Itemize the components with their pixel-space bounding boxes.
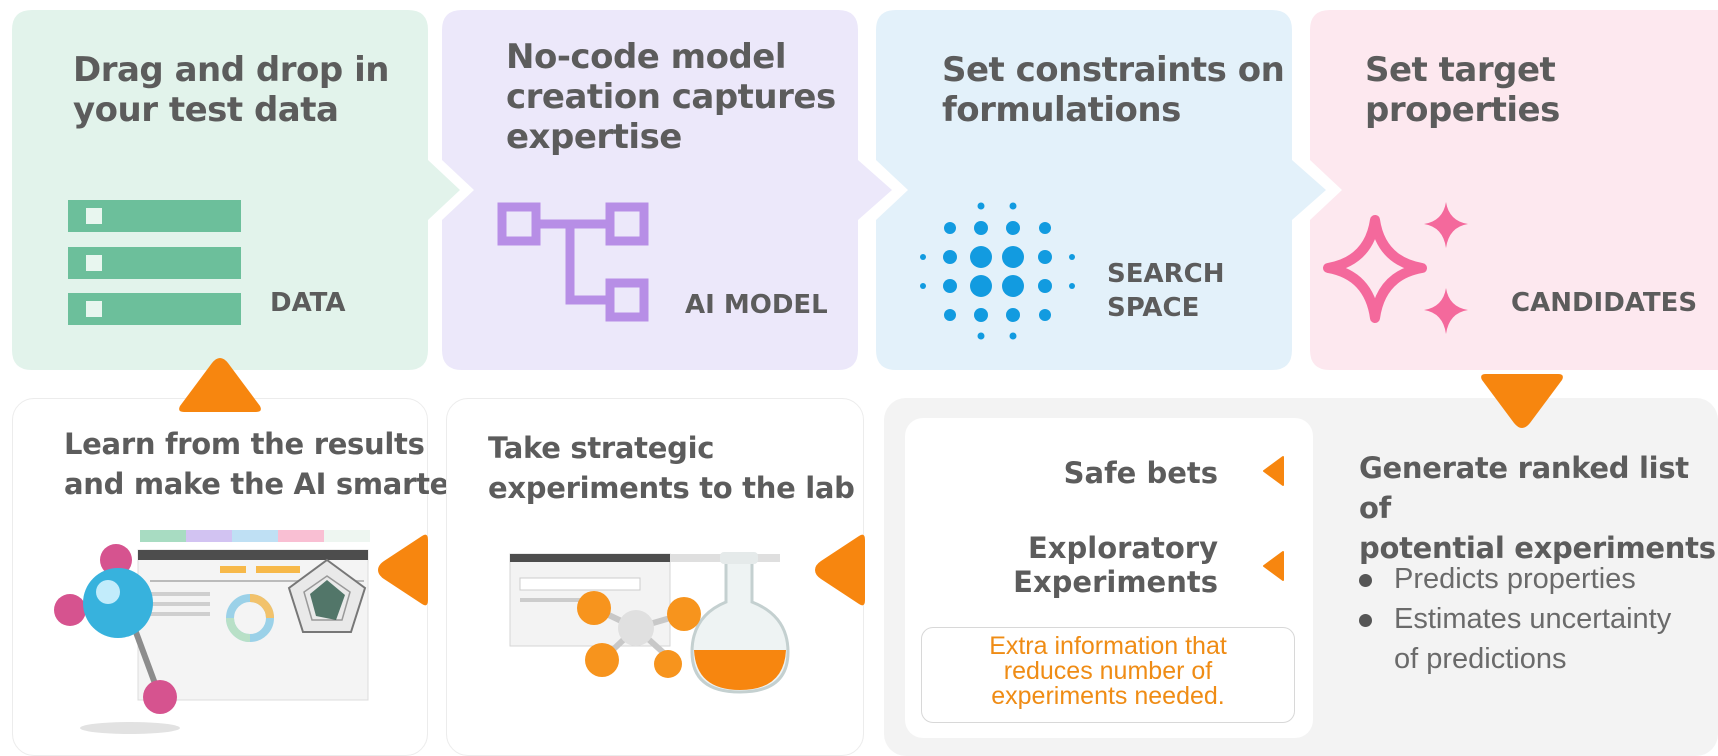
- candidates-step-label: CANDIDATES: [1511, 288, 1698, 318]
- flowchart-icon: [497, 202, 649, 322]
- model-step-label: AI MODEL: [685, 290, 828, 320]
- data-step-label: DATA: [270, 288, 346, 318]
- grid-dot: [970, 275, 992, 297]
- bullet-uncertainty: Estimates uncertainty of predictions: [1356, 599, 1671, 679]
- exploratory-label: Exploratory Experiments: [1013, 531, 1218, 599]
- grid-dot: [970, 246, 992, 268]
- grid-dot: [1069, 283, 1075, 289]
- grid-dot: [1006, 221, 1020, 235]
- grid-dot: [1039, 309, 1051, 321]
- extra-info-note: Extra information that reduces number of…: [921, 627, 1295, 723]
- learn-title: Learn from the results and make the AI s…: [64, 427, 464, 501]
- bullet-predicts: Predicts properties: [1356, 559, 1671, 599]
- model-panel-shape: [442, 10, 892, 370]
- lab-flask-illustration: [509, 552, 790, 694]
- grid-dot: [1009, 202, 1017, 210]
- grid-dot: [1006, 308, 1020, 322]
- grid-dot: [1038, 279, 1052, 293]
- up-arrow-icon: [179, 358, 261, 412]
- left-arrow-icon: [815, 534, 865, 606]
- data-step-title: Drag and drop in your test data: [73, 50, 389, 130]
- molecule-dashboard-illustration: [54, 530, 370, 734]
- grid-dot: [944, 222, 956, 234]
- dot-grid-icon: [920, 202, 1075, 340]
- grid-dot: [943, 279, 957, 293]
- grid-dot: [1038, 250, 1052, 264]
- grid-dot: [1069, 254, 1075, 260]
- table-rows-icon: [68, 200, 241, 325]
- search-step-title: Set constraints on formulations: [942, 50, 1285, 130]
- options-card: [905, 418, 1313, 738]
- grid-dot: [977, 332, 985, 340]
- grid-dot: [977, 202, 985, 210]
- grid-dot: [920, 283, 926, 289]
- left-arrow-icon: [378, 534, 428, 606]
- left-arrow-icon: [1263, 551, 1284, 581]
- grid-dot: [1002, 275, 1024, 297]
- model-step-title: No-code model creation captures expertis…: [506, 37, 836, 157]
- left-arrow-icon: [1263, 456, 1284, 486]
- grid-dot: [943, 250, 957, 264]
- grid-dot: [1002, 246, 1024, 268]
- candidates-step-title: Set target properties: [1365, 50, 1560, 130]
- grid-dot: [920, 254, 926, 260]
- search-step-label: SEARCH SPACE: [1107, 259, 1225, 323]
- safe-bets-label: Safe bets: [1063, 456, 1218, 490]
- grid-dot: [974, 221, 988, 235]
- results-bullets: Predicts properties Estimates uncertaint…: [1356, 559, 1671, 679]
- sparkle-icon: [1323, 202, 1468, 334]
- grid-dot: [974, 308, 988, 322]
- results-title: Generate ranked list of potential experi…: [1359, 451, 1716, 565]
- grid-dot: [1009, 332, 1017, 340]
- down-arrow-icon: [1481, 374, 1563, 428]
- lab-title: Take strategic experiments to the lab: [488, 431, 855, 505]
- candidates-panel-shape: [1310, 10, 1718, 370]
- grid-dot: [944, 309, 956, 321]
- grid-dot: [1039, 222, 1051, 234]
